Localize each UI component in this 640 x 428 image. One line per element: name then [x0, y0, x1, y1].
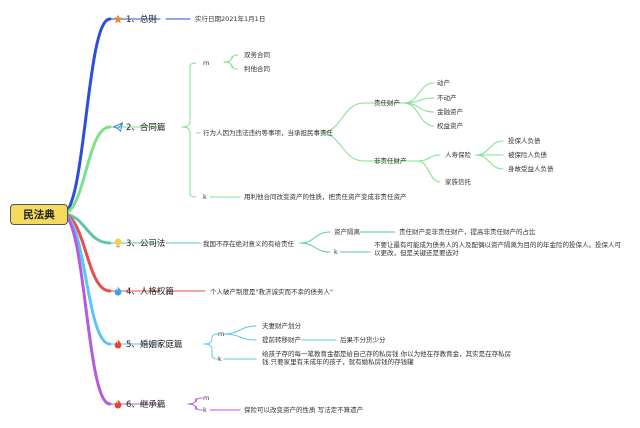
node-k: k [203, 406, 207, 414]
node-effective-date: 实行日期2021年1月1日 [195, 15, 266, 23]
node-non-liability-property: 非责任财产 [374, 157, 407, 165]
section-label: 2、合同篇 [126, 123, 166, 133]
edge [403, 102, 435, 127]
edge [403, 102, 435, 113]
node-m: m [203, 59, 210, 67]
edge [475, 140, 504, 156]
branch-4 [60, 212, 112, 346]
flame-icon [112, 399, 123, 410]
section-label: 6、继承篇 [126, 400, 166, 410]
node-asset-isolation: 资产隔离 [334, 228, 360, 236]
flame-icon [112, 286, 123, 297]
bracket [181, 126, 197, 198]
branch-5 [60, 212, 112, 406]
node-k: k [203, 193, 207, 201]
branch-0 [60, 17, 112, 216]
node-policyholder-debt: 投保人负债 [508, 137, 541, 145]
node-annuity-advice: 不要让最有可能成为债务人的人及配偶以资产隔离为目的的年金险的投保人。投保人可以更… [374, 241, 621, 257]
bracket [223, 54, 239, 63]
node-m: m [203, 394, 210, 402]
node-education-fund: 给孩子存的每一笔教育金都是给自己存的私房钱 你以为他在存教育金，其实是在存私房钱… [262, 350, 512, 366]
node-movables: 动产 [437, 79, 450, 87]
node-no-absolute-liability: 我国不存在绝对意义的有给责任 [203, 240, 294, 248]
edge [223, 333, 257, 341]
bracket [203, 333, 219, 345]
edge [223, 325, 257, 335]
node-insured-debt: 被保险人负债 [508, 151, 547, 159]
node-family-trust: 家族信托 [445, 178, 471, 186]
edge [475, 154, 504, 170]
section-label: 4、人格权篇 [126, 287, 174, 297]
section-inheritance[interactable]: 6、继承篇 [112, 397, 165, 411]
edge [319, 102, 365, 134]
section-personality-rights[interactable]: 4、人格权篇 [112, 284, 174, 298]
node-life-insurance: 人寿保险 [445, 151, 471, 159]
node-liability-property: 责任财产 [374, 99, 400, 107]
node-real-estate: 不动产 [437, 94, 457, 102]
node-bilateral-contract: 双务合同 [244, 51, 270, 59]
section-marriage-family[interactable]: 5、婚姻家庭篇 [112, 337, 182, 351]
node-marital-property: 夫妻财产划分 [262, 322, 301, 330]
node-increase-non-liability: 责任财产变非责任财产，提高非责任财产的占比 [399, 228, 536, 236]
section-label: 3、公司法 [126, 239, 166, 249]
node-personal-bankruptcy: 个人破产制度是"救济诚实而不幸的债务人" [210, 288, 333, 296]
node-beneficiary-debt: 身故受益人负债 [508, 165, 554, 173]
section-company-law[interactable]: 3、公司法 [112, 236, 165, 250]
bracket [203, 343, 219, 360]
edge [299, 242, 331, 253]
node-transfer-property: 提前转移财产 [262, 336, 301, 344]
bracket [181, 62, 197, 128]
node-change-asset-nature: 用利他合同改变资产的性质，把责任资产变成非责任资产 [244, 193, 407, 201]
paper-plane-icon [112, 122, 123, 133]
lightbulb-icon [112, 238, 123, 249]
node-financial-assets: 金融资产 [437, 108, 463, 116]
node-equity-assets: 权益资产 [437, 122, 463, 130]
bracket [223, 61, 239, 70]
node-altruistic-contract: 利他合同 [244, 65, 270, 73]
node-consequence: 后果不分货少分 [340, 336, 386, 344]
node-civil-liability: 行为人因为违法违约等事项，当承担民事责任 [203, 129, 333, 137]
edge [299, 231, 331, 244]
bracket [187, 397, 203, 405]
star-icon [112, 14, 123, 25]
edge [417, 154, 441, 162]
bracket [187, 403, 203, 411]
edge [417, 160, 441, 183]
node-k: k [218, 355, 222, 363]
section-contract[interactable]: 2、合同篇 [112, 120, 165, 134]
node-insurance-not-estate: 保险可以改变资产的性质 写法定不算遗产 [244, 406, 364, 414]
section-label: 5、婚姻家庭篇 [126, 340, 183, 350]
edge [319, 132, 365, 162]
flame-icon [112, 339, 123, 350]
node-k: k [334, 248, 338, 256]
root-node[interactable]: 民法典 [10, 204, 68, 225]
section-label: 1、总则 [126, 15, 157, 25]
node-m: m [218, 330, 225, 338]
section-general[interactable]: 1、总则 [112, 12, 157, 26]
branch-1 [60, 125, 112, 216]
